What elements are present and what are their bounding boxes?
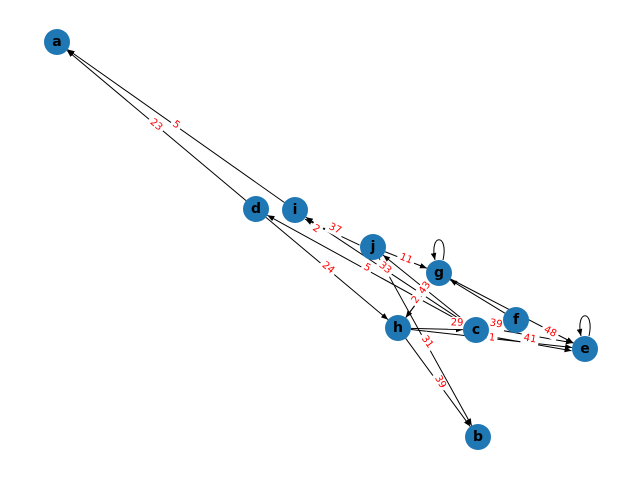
edge-label-text: 41 (523, 332, 537, 345)
edge-label-j-g: 11 (395, 250, 417, 268)
edge-label-j-i: 37 (324, 219, 346, 239)
edge-label-background (486, 316, 506, 332)
node-label: a (52, 34, 61, 50)
node-label: g (434, 265, 444, 281)
edge-label-j-b: 39 (430, 371, 450, 393)
node-label: i (293, 202, 298, 218)
node-circle (282, 197, 308, 223)
edge-label-c-e: 41 (520, 331, 540, 347)
node-circle (44, 29, 70, 55)
node-circle (426, 260, 452, 286)
edge-label-text: 29 (450, 317, 463, 328)
edge-e-e (576, 315, 591, 337)
node-e: e (572, 336, 598, 362)
node-label: f (513, 312, 520, 328)
edge-label-h-b: 31 (416, 331, 438, 353)
node-label: d (251, 201, 261, 217)
node-circle (243, 196, 269, 222)
node-circle (465, 424, 491, 450)
edge-label-g-h: 2 (407, 292, 425, 308)
edge-label-background (395, 250, 417, 268)
edge-label-g-h: 43 (414, 277, 436, 299)
edge-label-text: 11 (398, 252, 414, 267)
edge-label-text: 48 (542, 324, 558, 340)
edge-label-text: 2 (410, 294, 423, 306)
edge-label-background (520, 331, 540, 347)
node-b: b (465, 424, 491, 450)
node-label: e (580, 341, 590, 357)
edge-label-c-i: 2 (308, 220, 324, 238)
edge-label-g-e: 48 (539, 322, 561, 342)
edge-label-h-c: 29 (447, 316, 467, 330)
edge-h-c (410, 326, 464, 333)
edge-label-background (374, 257, 396, 279)
edge-label-background (407, 292, 425, 308)
node-label: j (370, 239, 376, 255)
edge-label-background (447, 316, 467, 330)
node-d: d (243, 196, 269, 222)
edge-label-background (324, 219, 346, 239)
node-f: f (503, 307, 529, 333)
node-h: h (385, 315, 411, 341)
edge-label-background (539, 322, 561, 342)
edge-label-h-e: 1 (485, 331, 499, 345)
edge-label-background (414, 277, 436, 299)
node-circle (463, 317, 489, 343)
edge-label-background (308, 220, 324, 238)
edge-label-c-j: 33 (374, 257, 396, 279)
node-circle (503, 307, 529, 333)
edge-label-c-e: 39 (486, 316, 506, 332)
nodes-layer: a d i j g h c f e b (44, 29, 598, 450)
edge-label-background (168, 116, 184, 134)
node-a: a (44, 29, 70, 55)
edge-label-d-h: 24 (317, 257, 339, 279)
edge-label-text: 5 (362, 262, 373, 275)
edge-label-text: 39 (489, 317, 503, 330)
edge-g-g (430, 239, 445, 261)
node-j: j (360, 234, 386, 260)
node-g: g (426, 260, 452, 286)
node-circle (572, 336, 598, 362)
edge-label-i-a: 5 (168, 116, 184, 134)
edge-label-background (416, 331, 438, 353)
edge-label-text: 39 (432, 374, 448, 390)
node-label: b (473, 429, 483, 445)
edge-label-text: 37 (327, 221, 343, 236)
node-i: i (282, 197, 308, 223)
edge-label-background (359, 260, 375, 276)
edge-label-background (485, 331, 499, 345)
edge-label-text: 1 (488, 332, 496, 344)
edge-label-text: 2 (310, 223, 321, 236)
node-label: h (393, 320, 403, 336)
edge-label-text: 5 (170, 119, 182, 132)
node-c: c (463, 317, 489, 343)
edge-f-g (449, 279, 506, 314)
node-circle (385, 315, 411, 341)
edge-label-d-a: 23 (145, 114, 167, 136)
edges-layer (66, 49, 591, 427)
node-label: c (472, 322, 480, 338)
edge-label-background (145, 114, 167, 136)
edge-label-c-d: 5 (359, 260, 375, 276)
edge-label-background (430, 371, 450, 393)
node-circle (360, 234, 386, 260)
edge-label-background (317, 257, 339, 279)
